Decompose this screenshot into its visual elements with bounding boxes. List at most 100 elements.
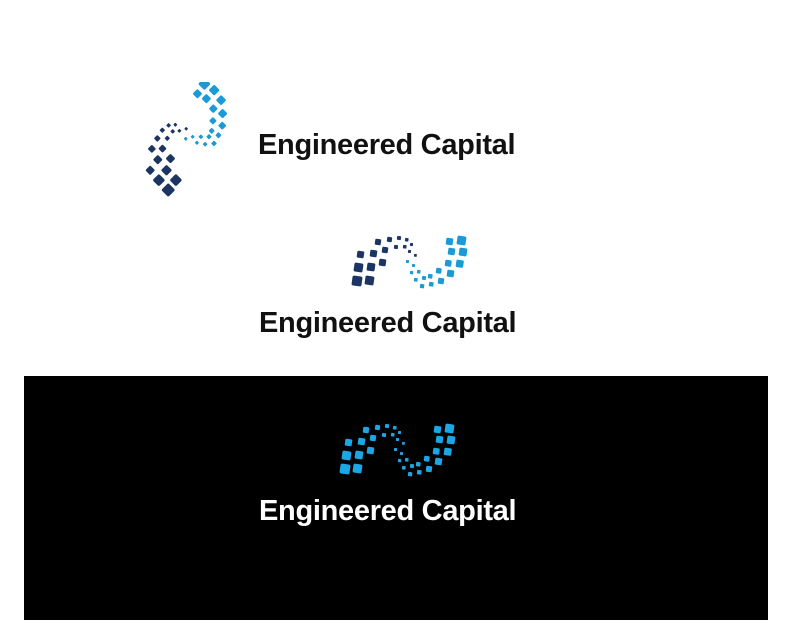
logo-mark-square — [381, 246, 389, 254]
logo-mark-square — [158, 144, 167, 153]
logo-mark-square — [198, 82, 211, 90]
logo-mark-square — [392, 425, 397, 430]
logo-mark-square — [194, 140, 199, 145]
logo-mark-square — [344, 438, 353, 447]
logo-mark-square — [404, 237, 409, 242]
logo-mark-square — [435, 267, 442, 274]
logo-mark-square — [390, 432, 395, 437]
logo-mark-square — [209, 104, 218, 113]
logo-mark-square — [411, 263, 416, 268]
logo-mark-square — [366, 262, 376, 272]
logo-mark-square — [339, 463, 351, 475]
logo-mark-square — [183, 136, 188, 141]
logo-mark-square — [405, 259, 410, 264]
logo-mark-square — [401, 465, 406, 470]
logo-mark-square — [159, 127, 165, 133]
logo-mark-square — [455, 259, 464, 268]
logo-mark-square — [393, 447, 398, 452]
logo-mark-square — [397, 430, 402, 435]
logo-mark-square — [446, 269, 455, 278]
logo-mark-square — [444, 259, 452, 267]
logo-mark-square — [148, 145, 156, 153]
logo-mark-square — [399, 451, 404, 456]
logo-mark-square — [351, 275, 363, 287]
logo-mark-square — [384, 423, 390, 429]
logo-mark-square — [428, 281, 434, 287]
logo-mark-square — [153, 174, 165, 186]
dark-background-panel — [24, 376, 768, 620]
logo-mark-square — [166, 123, 171, 128]
logo-mark-square — [364, 275, 375, 286]
logo-mark-square — [395, 437, 400, 442]
logo-mark-square — [353, 262, 364, 273]
logo-mark-square — [423, 455, 430, 462]
logo-mark-square — [154, 135, 161, 142]
logo-mark-square — [369, 249, 378, 258]
logo-mark-square — [202, 141, 208, 147]
logo-mark-square — [218, 109, 228, 118]
logo-mark-square — [433, 425, 442, 434]
logo-mark-square — [211, 140, 217, 147]
logo-mark-square — [190, 134, 195, 139]
logo-mark-square — [413, 253, 417, 257]
logo-mark-square — [409, 242, 414, 247]
logo-wordmark: Engineered Capital — [259, 307, 517, 339]
logo-mark-square — [209, 117, 217, 125]
logo-mark-square — [193, 89, 202, 99]
logo-mark-square — [413, 277, 418, 282]
logo-mark-square — [409, 270, 414, 275]
logo-mark-square — [421, 275, 427, 281]
logo-mark-square — [416, 469, 422, 475]
logo-mark-square — [161, 165, 172, 176]
logo-mark-square — [164, 135, 170, 141]
logo-mark-square — [362, 426, 370, 434]
logo-mark-square — [161, 183, 175, 197]
logo-mark-square — [354, 450, 364, 460]
logo-mark-icon — [339, 423, 456, 477]
logo-mark-square — [443, 447, 452, 456]
logo-mark-square — [170, 174, 182, 186]
logo-mark-square — [407, 471, 413, 477]
logo-mark-square — [209, 85, 220, 96]
logo-mark-square — [166, 154, 175, 163]
logo-mark-square — [177, 128, 182, 133]
logo-mark-square — [435, 435, 444, 444]
logo-mark-icon — [145, 82, 228, 197]
logo-mark-square — [173, 122, 178, 127]
logo-mark-square — [215, 132, 222, 139]
logo-mark-square — [198, 134, 204, 139]
logo-mark-square — [356, 250, 365, 259]
logo-mark-square — [374, 424, 381, 431]
logo-mark-square — [409, 463, 415, 469]
logo-mark-square — [366, 446, 375, 455]
logo-mark-square — [357, 437, 366, 446]
logo-mark-square — [341, 450, 352, 461]
logo-mark-square — [369, 434, 377, 442]
logo-mark-square — [381, 432, 387, 438]
logo-mark-square — [218, 121, 227, 130]
logo-mark-square — [404, 457, 409, 462]
logo-mark-square — [374, 238, 382, 246]
logo-mark-square — [153, 155, 163, 165]
logo-mark-square — [397, 458, 402, 463]
logo-mark-square — [401, 441, 405, 445]
logo-mark-square — [352, 463, 363, 474]
logo-mark-square — [432, 447, 440, 455]
logo-mark-square — [208, 127, 215, 134]
logo-wordmark: Engineered Capital — [258, 129, 516, 161]
logo-mark-square — [415, 461, 421, 467]
logo-wordmark: Engineered Capital — [259, 495, 517, 527]
logo-mark-square — [407, 249, 412, 254]
logo-mark-square — [396, 235, 402, 241]
logo-mark-square — [445, 237, 454, 246]
logo-mark-square — [184, 127, 188, 131]
logo-mark-square — [170, 129, 175, 134]
logo-mark-square — [216, 95, 226, 105]
logo-mark-square — [437, 277, 445, 285]
logo-mark-square — [458, 247, 468, 257]
logo-mark-square — [201, 94, 211, 104]
logo-mark-square — [427, 273, 433, 279]
logo-mark-square — [434, 457, 443, 466]
logo-mark-square — [402, 244, 407, 249]
logo-mark-square — [145, 165, 155, 175]
